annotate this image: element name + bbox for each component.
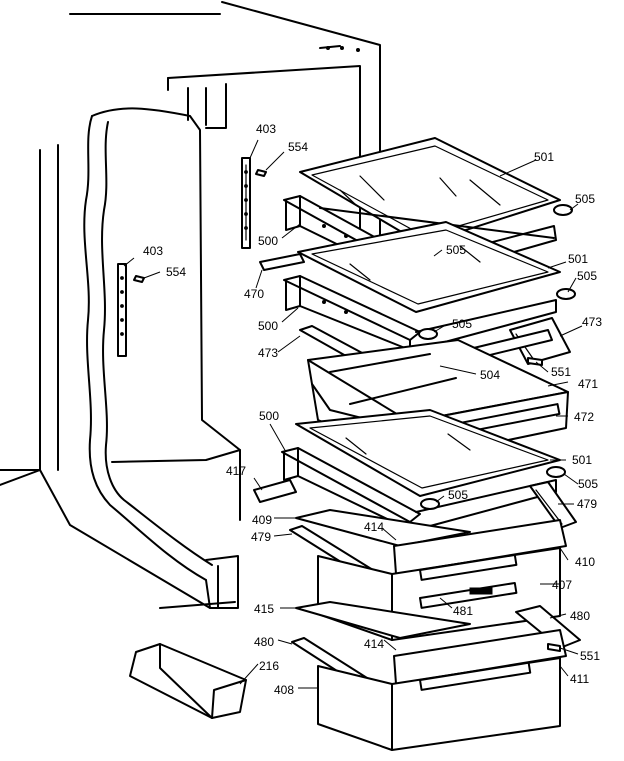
callout-551-upper: 551: [551, 365, 571, 379]
callout-417: 417: [226, 464, 246, 478]
callout-408: 408: [274, 683, 294, 697]
callout-551-lower: 551: [580, 649, 600, 663]
callout-414-lower: 414: [364, 637, 384, 651]
callout-505-f: 505: [448, 488, 468, 502]
callout-403-lower: 403: [143, 244, 163, 258]
shelf-frame-second: [283, 275, 557, 351]
callout-472: 472: [574, 410, 594, 424]
callout-labels: 403 554 403 554 501 505 500 505 501 470 …: [143, 122, 602, 697]
clip-551-upper: [527, 357, 543, 366]
shelf-rail-upper: [241, 157, 251, 249]
frame-411: [393, 629, 567, 685]
callout-410: 410: [575, 555, 595, 569]
callout-500-top: 500: [258, 234, 278, 248]
callout-480-right: 480: [570, 609, 590, 623]
glide-505-c: [556, 288, 576, 300]
callout-479-left: 479: [251, 530, 271, 544]
callout-216: 216: [259, 659, 279, 673]
callout-504: 504: [480, 368, 500, 382]
crisper-408: [317, 657, 561, 751]
callout-554-upper: 554: [288, 140, 308, 154]
callout-473-left: 473: [258, 346, 278, 360]
callout-480-left: 480: [254, 635, 274, 649]
callout-403-upper: 403: [256, 122, 276, 136]
callout-411: 411: [570, 672, 589, 686]
screw-554-lower: [133, 275, 145, 283]
cover-409: [295, 509, 471, 547]
glass-shelf-second: [297, 221, 561, 313]
callout-409: 409: [252, 513, 272, 527]
callout-471: 471: [578, 377, 598, 391]
glide-505-d: [418, 328, 438, 340]
cabinet-body: [0, 1, 381, 609]
callout-501-third: 501: [572, 453, 592, 467]
callout-473-right: 473: [582, 315, 602, 329]
glide-505-f: [420, 498, 440, 510]
callout-500-third: 500: [259, 409, 279, 423]
rail-479-right: [529, 481, 577, 529]
callout-505-b: 505: [446, 243, 466, 257]
callout-505-e: 505: [578, 477, 598, 491]
bracket-470: [259, 253, 305, 271]
frame-410: [393, 519, 567, 575]
callout-505-d: 505: [452, 317, 472, 331]
callout-500-second: 500: [258, 319, 278, 333]
callout-501-top: 501: [534, 150, 554, 164]
shelf-rail-lower: [117, 263, 127, 357]
callout-481: 481: [453, 604, 473, 618]
door-bin-216: [129, 643, 247, 719]
glide-505-e: [546, 466, 566, 478]
callout-470: 470: [244, 287, 264, 301]
callout-414-upper: 414: [364, 520, 384, 534]
callout-505-a: 505: [575, 192, 595, 206]
bracket-417: [253, 479, 297, 503]
callout-554-lower: 554: [166, 265, 186, 279]
screw-554-upper: [255, 169, 267, 177]
glide-505-a: [553, 204, 573, 216]
glass-shelf-top: [299, 137, 561, 251]
callout-407: 407: [552, 578, 572, 592]
callout-479-right: 479: [577, 497, 597, 511]
callout-415: 415: [254, 602, 274, 616]
cover-415: [295, 601, 471, 639]
clip-551-lower: [547, 643, 561, 652]
callout-505-c: 505: [577, 269, 597, 283]
callout-501-second: 501: [568, 252, 588, 266]
leader-lines: [123, 139, 583, 689]
